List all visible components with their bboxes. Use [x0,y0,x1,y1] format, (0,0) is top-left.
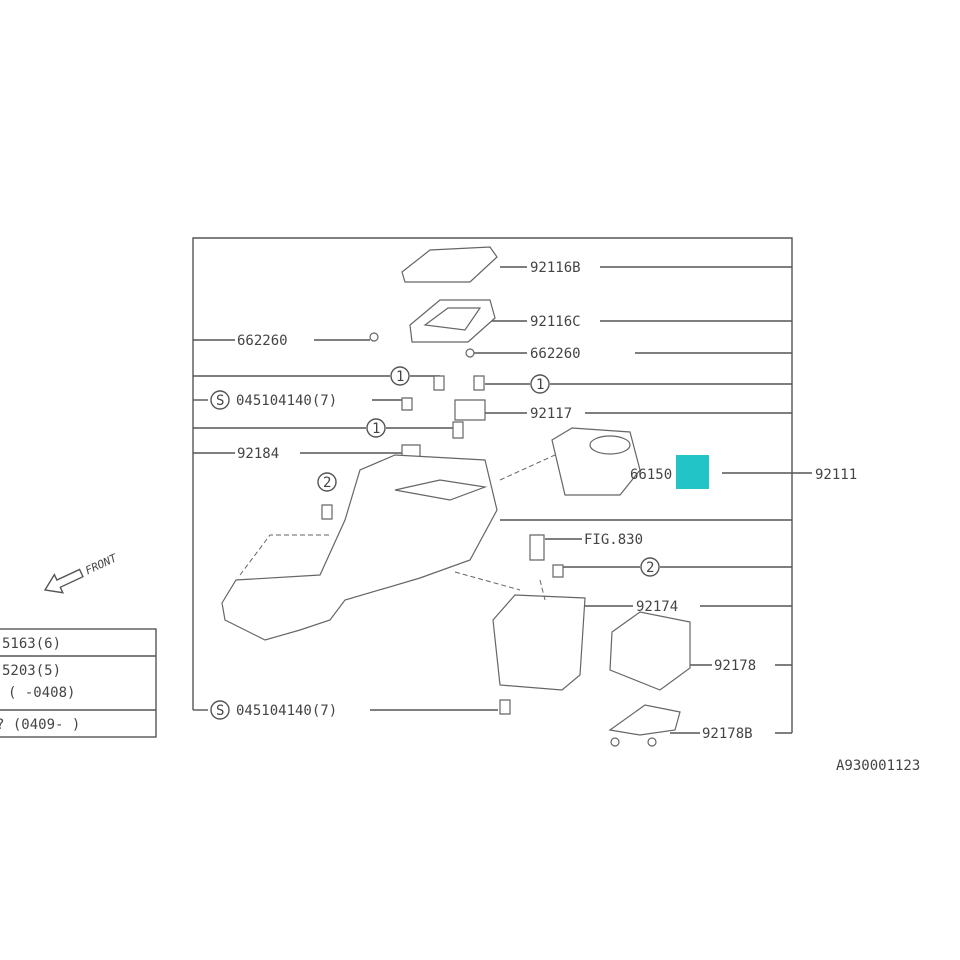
highlight-box [676,455,709,489]
svg-text:1: 1 [396,369,404,385]
label-662260-left: 662260 [237,333,288,349]
svg-text:5203(5): 5203(5) [2,663,61,679]
label-92184: 92184 [237,446,279,462]
label-92111: 92111 [815,467,857,483]
diagram-id: A930001123 [836,758,920,774]
label-66150: 66150 [630,467,672,483]
label-662260-right: 662260 [530,346,581,362]
screws [321,332,657,747]
label-92116B: 92116B [530,260,581,276]
svg-text:2: 2 [646,560,654,576]
bracket-92178 [608,611,691,736]
svg-text:S: S [216,393,224,409]
tray-box [492,579,586,691]
svg-text:S: S [216,703,224,719]
label-92178B: 92178B [702,726,753,742]
ref-markers: 1 1 1 2 2 S S [210,366,660,720]
lid-base [409,299,496,343]
fig830-part [529,534,545,561]
svg-text:2: 2 [323,475,331,491]
armrest-lid [401,246,498,283]
label-045104140-bottom: 045104140(7) [236,703,337,719]
svg-text:1: 1 [536,377,544,393]
label-92116C: 92116C [530,314,581,330]
svg-text:5163(6): 5163(6) [2,636,61,652]
label-045104140-top: 045104140(7) [236,393,337,409]
leader-lines [192,237,812,734]
label-92174: 92174 [636,599,678,615]
label-92178: 92178 [714,658,756,674]
svg-text:1: 1 [372,421,380,437]
console-body [221,454,556,641]
label-fig830[interactable]: FIG.830 [584,532,643,548]
front-arrow-icon: FRONT [43,551,120,594]
label-92117: 92117 [530,406,572,422]
cup-holder [551,427,641,496]
svg-text:? (0409- ): ? (0409- ) [0,717,80,733]
svg-text:( -0408): ( -0408) [8,685,75,701]
parts-table: 5163(6) 5203(5) ( -0408) ? (0409- ) [0,628,157,738]
hinge-bracket [401,399,486,458]
svg-text:FRONT: FRONT [83,551,120,577]
